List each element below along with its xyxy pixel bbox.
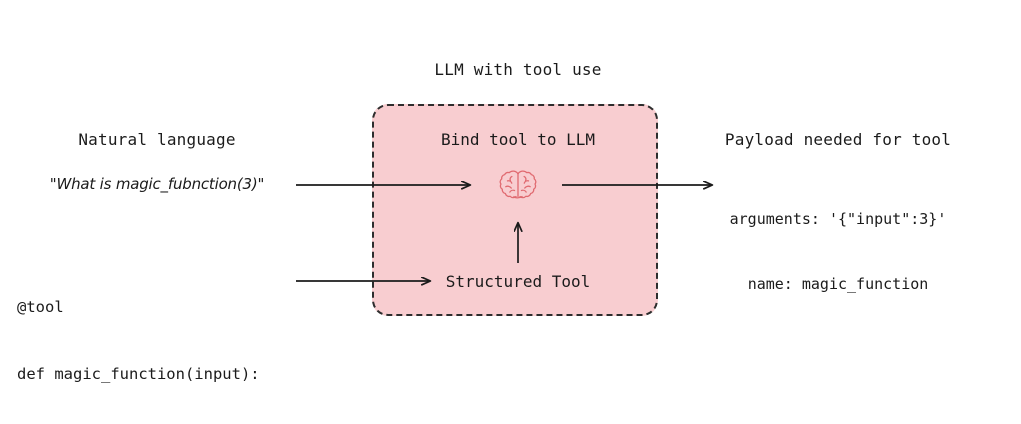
diagram-title: LLM with tool use [434,60,602,79]
structured-tool-label: Structured Tool [445,272,591,291]
payload-output: arguments: '{"input":3}' name: magic_fun… [730,165,947,339]
natural-language-heading: Natural language [78,130,236,149]
code-line: @tool [17,297,64,316]
payload-heading: Payload needed for tool [724,130,952,149]
code-line: def magic_function(input): [17,365,260,384]
tool-definition-code: @tool def magic_function(input): return … [17,251,260,424]
payload-line: arguments: '{"input":3}' [729,209,947,228]
user-query-text: "What is magic_fubnction(3)" [49,175,265,193]
brain-icon [495,166,541,206]
payload-line: name: magic_function [747,274,929,293]
bind-tool-to-llm-label: Bind tool to LLM [440,130,596,149]
